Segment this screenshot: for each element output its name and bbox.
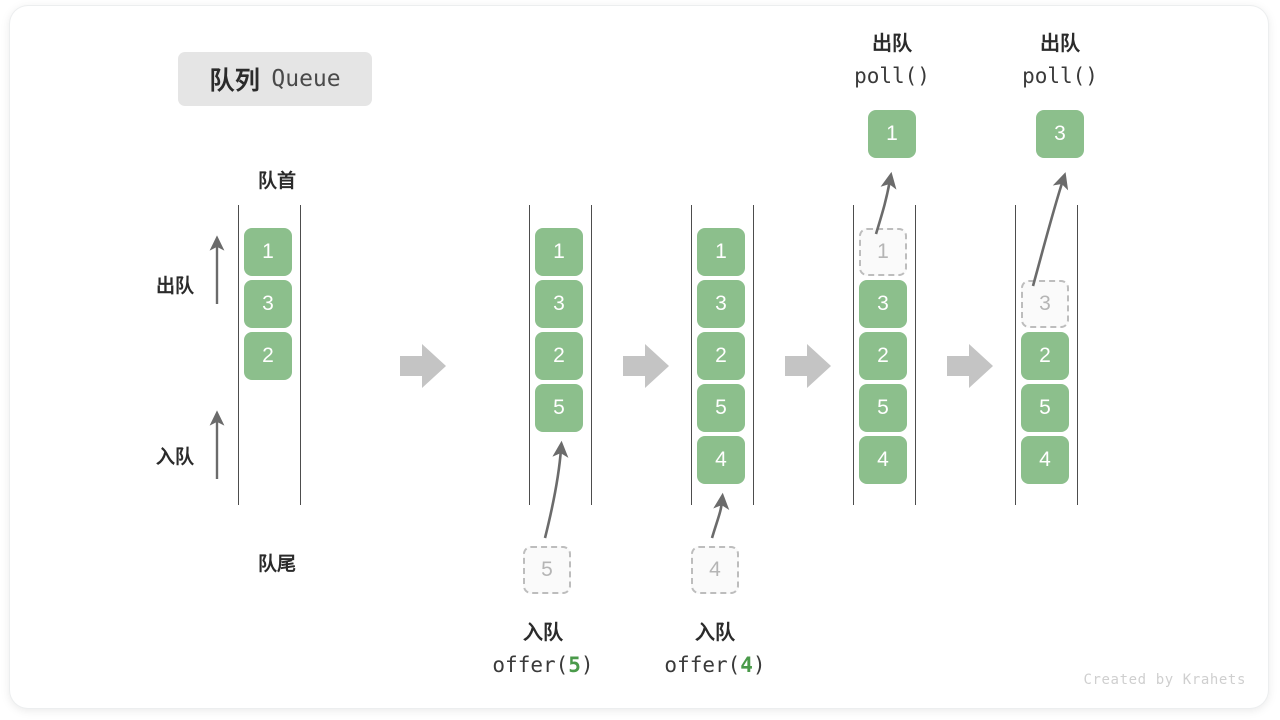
incoming-ghost-cell: 5 bbox=[523, 546, 571, 594]
step-arrow-1 bbox=[400, 344, 446, 388]
queue-cell: 3 bbox=[535, 280, 583, 328]
queue-cell: 2 bbox=[1021, 332, 1069, 380]
op-label-cn: 出队 bbox=[872, 33, 912, 55]
queue-cell: 1 bbox=[697, 228, 745, 276]
rail-left bbox=[691, 205, 692, 505]
queue-cell: 2 bbox=[244, 332, 292, 380]
rail-left bbox=[1015, 205, 1016, 505]
queue-cell: 1 bbox=[244, 228, 292, 276]
queue-cell: 1 bbox=[535, 228, 583, 276]
op-label-offer-5: 入队 offer(5) bbox=[463, 618, 623, 682]
dequeue-direction-label: 出队 bbox=[156, 276, 195, 297]
step-arrow-2 bbox=[623, 344, 669, 388]
poll-1-flow-arrow bbox=[874, 171, 897, 235]
popped-cell: 3 bbox=[1036, 110, 1084, 158]
queue-cell: 2 bbox=[859, 332, 907, 380]
rail-left bbox=[529, 205, 530, 505]
op-label-cn: 入队 bbox=[695, 622, 735, 644]
op-label-code: poll() bbox=[854, 64, 930, 88]
queue-cell: 3 bbox=[859, 280, 907, 328]
queue-cell: 4 bbox=[859, 436, 907, 484]
step-arrow-4 bbox=[947, 344, 993, 388]
op-label-poll-1: 出队 poll() bbox=[812, 29, 972, 93]
queue-cell: 5 bbox=[1021, 384, 1069, 432]
rail-right bbox=[591, 205, 592, 505]
queue-cell: 2 bbox=[697, 332, 745, 380]
outgoing-ghost-cell: 1 bbox=[859, 228, 907, 276]
poll-3-flow-arrow bbox=[1031, 172, 1069, 287]
queue-cell: 4 bbox=[1021, 436, 1069, 484]
queue-cell: 5 bbox=[859, 384, 907, 432]
incoming-ghost-cell: 4 bbox=[691, 546, 739, 594]
rail-right bbox=[915, 205, 916, 505]
title-en: Queue bbox=[271, 66, 341, 92]
queue-head-label: 队首 bbox=[257, 171, 296, 192]
op-label-cn: 出队 bbox=[1040, 33, 1080, 55]
op-label-code: offer(5) bbox=[492, 653, 594, 677]
diagram-title-badge: 队列 Queue bbox=[178, 52, 372, 106]
op-label-poll-3: 出队 poll() bbox=[980, 29, 1140, 93]
rail-right bbox=[300, 205, 301, 505]
rail-left bbox=[853, 205, 854, 505]
offer-4-flow-arrow bbox=[710, 492, 730, 539]
outgoing-ghost-cell: 3 bbox=[1021, 280, 1069, 328]
popped-cell: 1 bbox=[868, 110, 916, 158]
rail-left bbox=[238, 205, 239, 505]
diagram-frame: 队列 Queue 队首 队尾 出队 入队 1 3 2 1 3 2 5 5 入队 … bbox=[10, 6, 1268, 708]
op-label-offer-4: 入队 offer(4) bbox=[635, 618, 795, 682]
offer-5-flow-arrow bbox=[543, 440, 569, 539]
queue-cell: 5 bbox=[535, 384, 583, 432]
queue-cell: 3 bbox=[697, 280, 745, 328]
queue-cell: 4 bbox=[697, 436, 745, 484]
op-label-cn: 入队 bbox=[523, 622, 563, 644]
queue-cell: 2 bbox=[535, 332, 583, 380]
step-arrow-3 bbox=[785, 344, 831, 388]
queue-tail-label: 队尾 bbox=[257, 554, 296, 575]
watermark: Created by Krahets bbox=[1083, 672, 1246, 688]
op-label-code: offer(4) bbox=[664, 653, 766, 677]
rail-right bbox=[753, 205, 754, 505]
title-cn: 队列 bbox=[209, 67, 261, 95]
rail-right bbox=[1077, 205, 1078, 505]
queue-cell: 5 bbox=[697, 384, 745, 432]
enqueue-direction-label: 入队 bbox=[156, 447, 195, 468]
op-label-code: poll() bbox=[1022, 64, 1098, 88]
queue-cell: 3 bbox=[244, 280, 292, 328]
